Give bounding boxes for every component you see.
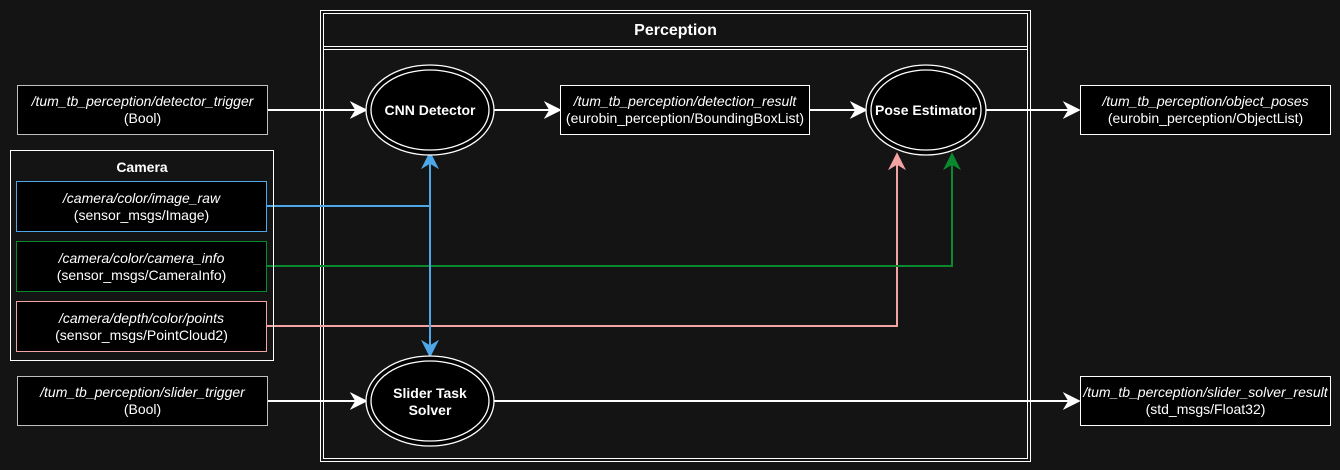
camera-image-raw-topic[interactable]: /camera/color/image_raw (sensor_msgs/Ima… <box>16 181 267 232</box>
slider-task-solver-label: Slider Task Solver <box>366 382 494 422</box>
slider-task-solver-label-line2: Solver <box>408 402 452 418</box>
pose-estimator-node[interactable] <box>865 64 987 156</box>
detection-result-topic-name: /tum_tb_perception/detection_result <box>573 93 797 109</box>
edge-image-to-cnn <box>267 151 439 207</box>
camera-group: Camera <box>10 150 274 361</box>
detection-result-topic[interactable]: /tum_tb_perception/detection_result (eur… <box>560 85 810 135</box>
object-poses-topic[interactable]: /tum_tb_perception/object_poses (eurobin… <box>1080 85 1331 135</box>
slider-solver-result-topic-type: (std_msgs/Float32) <box>1145 401 1266 417</box>
perception-group <box>323 13 1028 459</box>
perception-header-divider <box>323 46 1028 50</box>
detector-trigger-topic-type: (Bool) <box>123 110 162 126</box>
points-topic-type: (sensor_msgs/PointCloud2) <box>55 326 228 343</box>
points-topic-name: /camera/depth/color/points <box>59 309 224 326</box>
camera-info-topic[interactable]: /camera/color/camera_info (sensor_msgs/C… <box>16 241 267 292</box>
perception-title: Perception <box>634 22 717 39</box>
slider-solver-result-topic[interactable]: /tum_tb_perception/slider_solver_result … <box>1080 376 1331 426</box>
cnn-detector-node[interactable] <box>365 64 495 156</box>
edge-pointcloud-to-pose <box>267 152 906 327</box>
slider-task-solver-node[interactable] <box>365 355 495 447</box>
image-raw-topic-type: (sensor_msgs/Image) <box>73 206 210 223</box>
slider-solver-result-topic-name: /tum_tb_perception/slider_solver_result <box>1083 384 1328 400</box>
edge-camera-info-to-pose <box>267 152 961 267</box>
detection-result-topic-type: (eurobin_perception/BoundingBoxList) <box>565 110 805 126</box>
slider-trigger-topic[interactable]: /tum_tb_perception/slider_trigger (Bool) <box>17 376 268 426</box>
image-raw-topic-name: /camera/color/image_raw <box>62 189 221 206</box>
perception-group-border <box>320 10 1031 462</box>
cnn-detector-label: CNN Detector <box>384 101 476 118</box>
slider-task-solver-label-line1: Slider Task <box>393 385 467 401</box>
camera-points-topic[interactable]: /camera/depth/color/points (sensor_msgs/… <box>16 301 267 352</box>
camera-group-title: Camera <box>116 159 168 175</box>
detector-trigger-topic[interactable]: /tum_tb_perception/detector_trigger (Boo… <box>17 85 268 135</box>
object-poses-topic-type: (eurobin_perception/ObjectList) <box>1107 110 1304 126</box>
object-poses-topic-name: /tum_tb_perception/object_poses <box>1102 93 1309 109</box>
pose-estimator-label: Pose Estimator <box>875 101 977 118</box>
camera-info-topic-type: (sensor_msgs/CameraInfo) <box>56 266 227 283</box>
slider-trigger-topic-name: /tum_tb_perception/slider_trigger <box>40 384 245 400</box>
detector-trigger-topic-name: /tum_tb_perception/detector_trigger <box>31 93 254 109</box>
slider-trigger-topic-type: (Bool) <box>123 401 162 417</box>
camera-info-topic-name: /camera/color/camera_info <box>58 249 225 266</box>
